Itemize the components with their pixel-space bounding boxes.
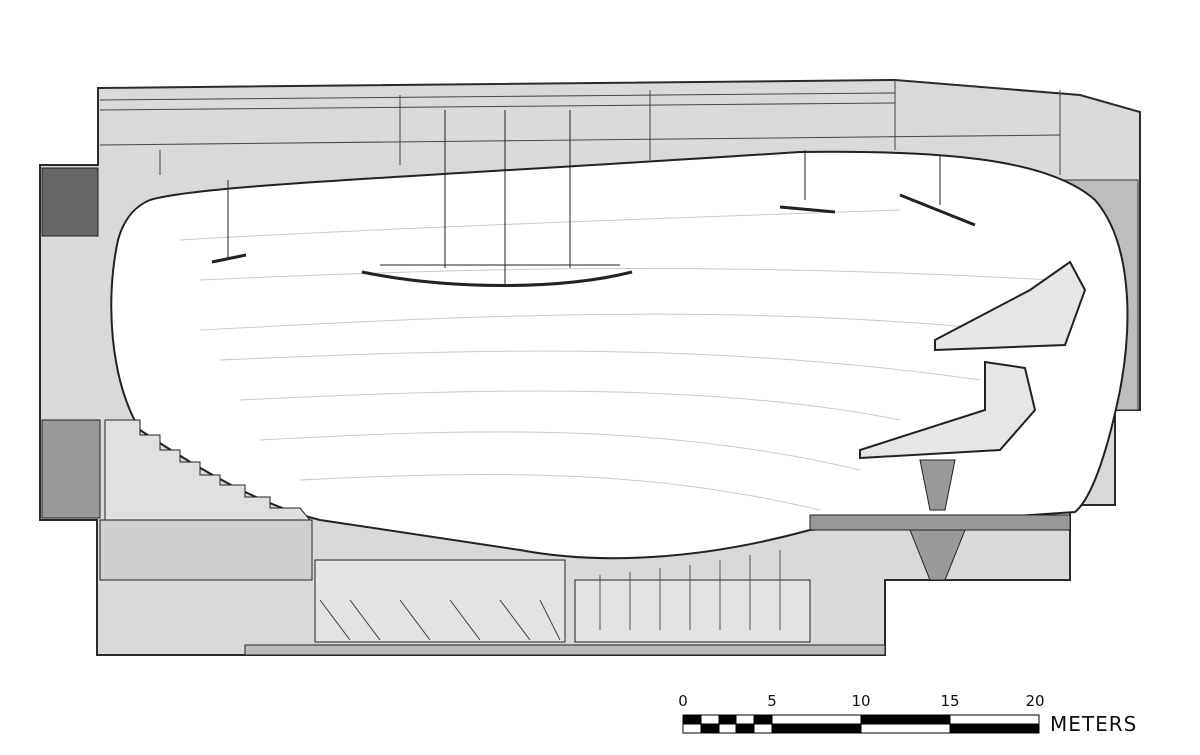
technical-gallery-lines	[99, 80, 1061, 175]
balcony-column	[919, 459, 956, 511]
scale-tick-20: 20	[1025, 692, 1045, 710]
left-service-block	[41, 167, 99, 237]
platform-support	[909, 529, 966, 581]
middle-balcony	[859, 360, 1037, 460]
stalls-seat-columns	[599, 550, 781, 630]
scale-tick-10: 10	[851, 692, 871, 710]
lift-truss	[319, 599, 561, 641]
right-platform	[809, 514, 1071, 531]
left-seating-tiers	[104, 419, 312, 521]
surface-contours	[179, 209, 1051, 511]
foundation	[244, 644, 886, 656]
suspended-rigging	[211, 110, 976, 287]
scale-tick-15: 15	[940, 692, 960, 710]
stalls-substructure	[574, 579, 811, 643]
scale-tick-0: 0	[678, 692, 688, 710]
upper-balcony	[934, 260, 1087, 352]
scale-unit-label: METERS	[1050, 712, 1138, 736]
scale-bar	[682, 714, 1040, 734]
left-substructure	[99, 519, 313, 581]
orchestra-lift	[314, 559, 566, 643]
scale-tick-5: 5	[767, 692, 777, 710]
left-lower-block	[41, 419, 101, 519]
